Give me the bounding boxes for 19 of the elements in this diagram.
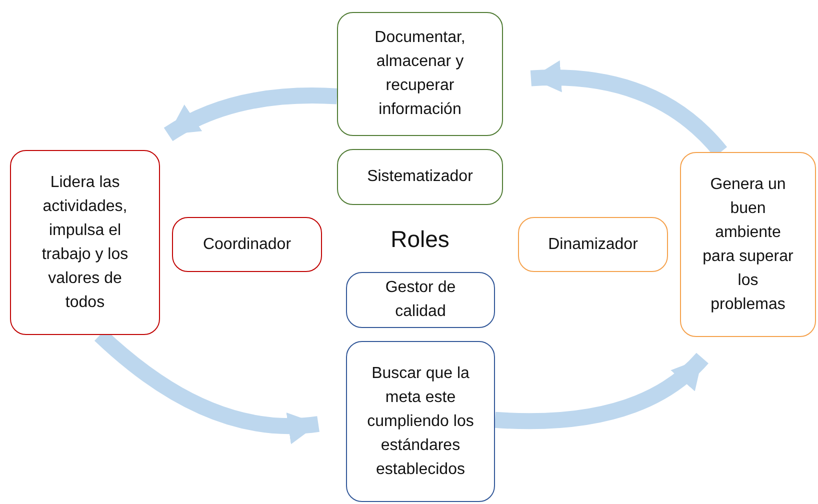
title-text: Roles	[390, 227, 450, 251]
box-text: Genera un buen ambiente para superar los problemas	[702, 174, 794, 314]
box-text: Lidera las actividades, impulsa el trabajo y los valores de todos	[40, 172, 130, 312]
box-text: Documentar, almacenar y recuperar información	[374, 28, 466, 120]
box-text: Coordinador	[202, 234, 292, 254]
rounded-box	[680, 152, 816, 337]
rounded-box	[518, 217, 668, 272]
rounded-box	[172, 217, 322, 272]
rounded-box	[337, 149, 503, 205]
curved-arrow	[164, 88, 338, 142]
rounded-box	[346, 341, 495, 502]
rounded-box	[346, 272, 495, 328]
box-text: Gestor de calidad	[384, 278, 457, 322]
curved-arrow	[494, 352, 708, 429]
rounded-box	[10, 150, 160, 335]
box-text: Dinamizador	[547, 234, 639, 254]
box-text: Sistematizador	[366, 167, 474, 187]
rounded-box	[337, 12, 503, 136]
box-text: Buscar que la meta este cumpliendo los estándares establecidos	[366, 364, 475, 480]
